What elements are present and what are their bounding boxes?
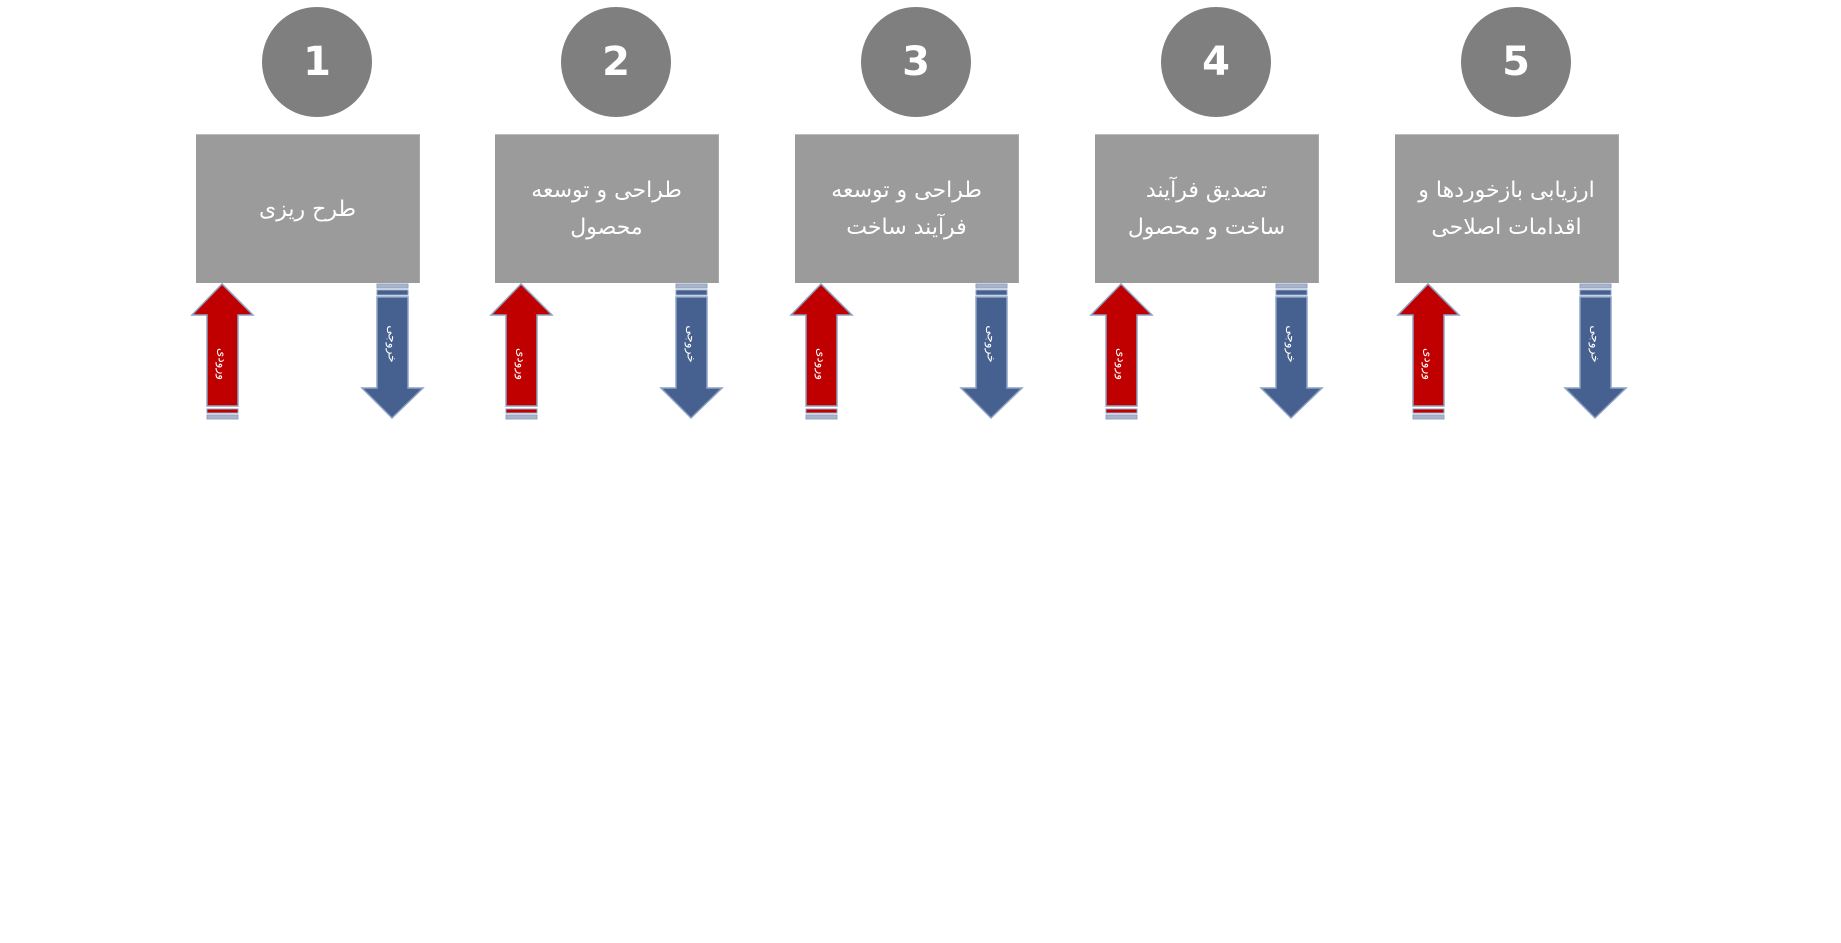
output-label: خروجی [385, 325, 400, 362]
output-label: خروجی [984, 325, 999, 362]
phase-3: 3 طراحی و توسعه فرآیند ساخت ورودی خروجی [789, 0, 1035, 430]
phase-box: طراحی و توسعه فرآیند ساخت [795, 134, 1019, 283]
phase-2: 2 طراحی و توسعه محصول ورودی خروجی [489, 0, 735, 430]
phase-box: طرح ریزی [196, 134, 420, 283]
output-label: خروجی [684, 325, 699, 362]
input-label: ورودی [814, 348, 829, 380]
phase-title-line: طرح ریزی [259, 196, 356, 222]
phase-4: 4 تصدیق فرآیند ساخت و محصول ورودی خروجی [1089, 0, 1335, 430]
phase-arrows: ورودی خروجی [489, 282, 724, 420]
phase-number-badge: 2 [561, 7, 671, 117]
phase-title-line: طراحی و توسعه [831, 178, 982, 203]
phase-title-line: محصول [570, 215, 643, 240]
phase-box: طراحی و توسعه محصول [495, 134, 719, 283]
phase-5: 5 ارزیابی بازخوردها و اقدامات اصلاحی ورو… [1395, 0, 1635, 430]
input-arrow: ورودی [489, 282, 554, 420]
phase-title-line: ساخت و محصول [1127, 215, 1286, 240]
phase-title-line: اقدامات اصلاحی [1431, 215, 1582, 240]
output-arrow: خروجی [1563, 283, 1628, 420]
input-arrow: ورودی [1089, 282, 1154, 420]
phase-title-line: فرآیند ساخت [846, 215, 967, 240]
input-label: ورودی [1114, 348, 1129, 380]
output-label: خروجی [1284, 325, 1299, 362]
phase-number-badge: 4 [1161, 7, 1271, 117]
output-arrow: خروجی [659, 283, 724, 420]
phase-arrows: ورودی خروجی [190, 282, 425, 420]
phase-title-line: طراحی و توسعه [531, 178, 682, 203]
input-label: ورودی [1421, 348, 1436, 380]
output-arrow: خروجی [959, 283, 1024, 420]
input-arrow: ورودی [789, 282, 854, 420]
input-arrow: ورودی [1396, 282, 1461, 420]
phase-title-line: ارزیابی بازخوردها و [1418, 178, 1595, 203]
input-arrow: ورودی [190, 282, 255, 420]
output-arrow: خروجی [1259, 283, 1324, 420]
phase-title-line: تصدیق فرآیند [1145, 178, 1268, 203]
output-label: خروجی [1588, 325, 1603, 362]
phase-1: 1 طرح ریزی ورودی خروجی [190, 0, 436, 430]
output-arrow: خروجی [360, 283, 425, 420]
phase-box: ارزیابی بازخوردها و اقدامات اصلاحی [1395, 134, 1619, 283]
input-label: ورودی [215, 348, 230, 380]
phase-box: تصدیق فرآیند ساخت و محصول [1095, 134, 1319, 283]
phase-arrows: ورودی خروجی [789, 282, 1024, 420]
phase-number-badge: 1 [262, 7, 372, 117]
phase-number-badge: 5 [1461, 7, 1571, 117]
phase-arrows: ورودی خروجی [1396, 282, 1628, 420]
phase-arrows: ورودی خروجی [1089, 282, 1324, 420]
input-label: ورودی [514, 348, 529, 380]
phase-number-badge: 3 [861, 7, 971, 117]
